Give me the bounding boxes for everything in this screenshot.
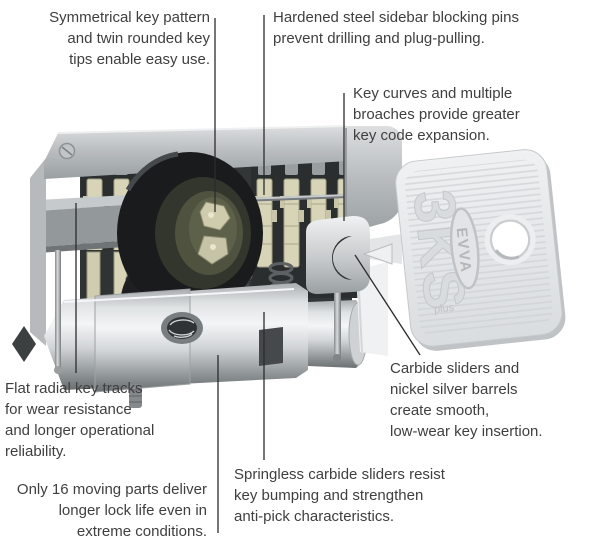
key-bow: 3KS EVVA plus (395, 149, 566, 351)
annotation-line: Only 16 moving parts deliver (16, 481, 207, 498)
annotation-line: prevent drilling and plug-pulling. (273, 30, 485, 47)
annotation-flat-radial-key-tracks: Flat radial key tracks for wear resistan… (5, 378, 154, 462)
cylinder-housing (30, 125, 402, 346)
key-tip-profile (197, 201, 231, 265)
annotation-line: Carbide sliders and (390, 360, 520, 377)
plug-body-cylinder (12, 250, 368, 408)
annotation-only-16-moving-parts: Only 16 moving parts deliver longer lock… (17, 479, 207, 542)
annotation-line: reliability. (5, 443, 67, 460)
annotation-carbide-sliders-barrels: Carbide sliders and nickel silver barrel… (390, 358, 543, 442)
annotation-line: for wear resistance (5, 401, 132, 418)
key-series-text: plus (433, 302, 455, 316)
annotation-line: longer lock life even in (58, 502, 207, 519)
annotation-line: broaches provide greater (353, 106, 520, 123)
brand-badge-oval (449, 207, 480, 290)
annotation-springless-carbide-sliders: Springless carbide sliders resist key bu… (234, 464, 445, 527)
annotation-line: low-wear key insertion. (390, 423, 543, 440)
annotation-line: anti-pick characteristics. (234, 508, 395, 525)
annotation-line: Symmetrical key pattern (49, 9, 210, 26)
housing-screw-icon (58, 142, 76, 160)
annotation-line: key code expansion. (353, 127, 490, 144)
annotation-line: Flat radial key tracks (5, 380, 143, 397)
retaining-screw-icon (129, 384, 142, 408)
annotation-line: create smooth, (390, 402, 490, 419)
annotation-line: and twin rounded key (67, 30, 210, 47)
annotation-key-curves-broaches: Key curves and multiple broaches provide… (353, 83, 520, 146)
threaded-screw-hole (161, 312, 203, 344)
callout-lines (75, 15, 421, 533)
cylinder-front-cap (306, 215, 402, 362)
sidebar-rod-left (55, 250, 61, 368)
annotation-line: and longer operational (5, 422, 155, 439)
annotation-line: extreme conditions. (76, 523, 207, 540)
annotation-line: tips enable easy use. (69, 51, 210, 68)
annotation-line: Springless carbide sliders resist (234, 466, 445, 483)
left-notch (12, 326, 36, 362)
annotation-line: key bumping and strengthen (234, 487, 424, 504)
brand-badge-text: EVVA (453, 227, 475, 274)
key-shoulder (362, 243, 393, 265)
callout-line-carbide (354, 254, 421, 356)
cam-slot (259, 327, 283, 366)
plug-front-ring (117, 151, 263, 314)
annotation-symmetrical-key-pattern: Symmetrical key pattern and twin rounded… (49, 7, 210, 70)
annotation-line: nickel silver barrels (390, 381, 518, 398)
key-bow-embossed-text: 3KS (401, 187, 478, 315)
annotation-line: Hardened steel sidebar blocking pins (273, 9, 519, 26)
annotation-line: Key curves and multiple (353, 85, 513, 102)
annotation-hardened-steel-sidebar: Hardened steel sidebar blocking pins pre… (273, 7, 519, 49)
keyring-hole-icon (484, 214, 536, 266)
